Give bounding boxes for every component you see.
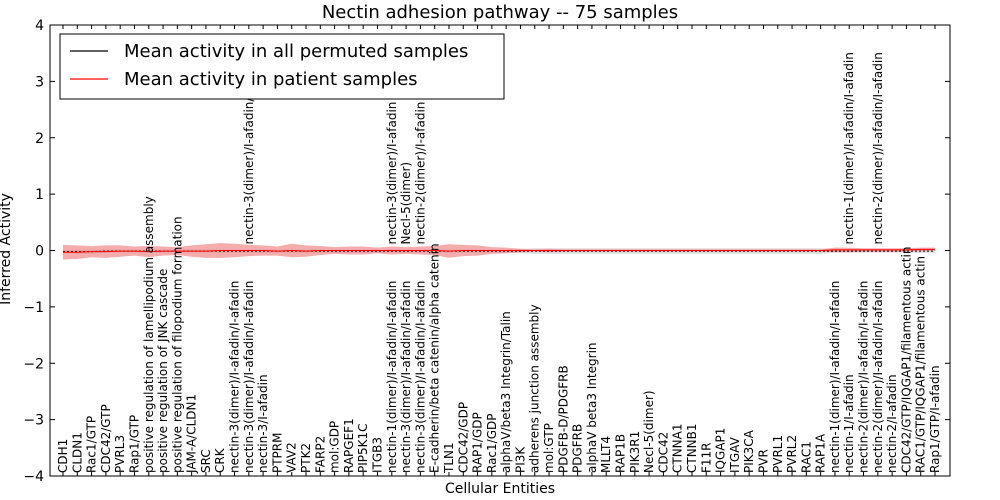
top-label: nectin-2(dimer)/I-afadin [413,102,427,245]
x-tick-label: CDC42/GTP [99,404,113,473]
x-tick-label: RAP1A [814,433,828,473]
x-tick-label: PI3K [513,446,527,473]
x-axis-label: Cellular Entities [445,481,555,497]
x-tick-label: PIK3CA [742,429,756,473]
x-tick-label: CRK [213,447,227,473]
x-tick-label: PVRL3 [113,435,127,473]
x-tick-label: VAV2 [285,442,299,473]
legend-patient-label: Mean activity in patient samples [124,69,418,90]
x-tick-label: PTK2 [299,443,313,473]
x-tick-label: nectin-3(dimer)/I-afadin/I-afadin [413,281,427,473]
x-tick-label: alphaV/beta3 Integrin/Talin [499,311,513,473]
x-tick-label: FARP2 [313,436,327,473]
x-tick-label: CDC42/GDP [456,402,470,473]
x-tick-label: RAPGEF1 [342,418,356,473]
series-lines [63,248,935,253]
x-tick-label: PDGFRB [571,424,585,473]
x-tick-label: Rac1/GDP [485,414,499,473]
y-axis: −4 −3 −2 −1 0 1 2 3 4 [23,18,950,485]
top-label: nectin-1(dimer)/I-afadin/I-afadin [842,52,856,244]
x-tick-label: RAC1 [799,441,813,473]
x-tick-label: F11R [699,442,713,473]
top-label: nectin-2(dimer)/I-afadin/I-afadin [871,52,885,244]
y-tick-label: 2 [35,131,44,147]
y-axis-label: Inferred Activity [0,193,14,305]
x-tick-label: PVRL1 [771,435,785,473]
x-tick-label: positive regulation of JNK cascade [156,269,170,473]
x-tick-label: positive regulation of filopodium format… [170,216,184,473]
x-tick-label: positive regulation of lamellipodium ass… [142,196,156,473]
y-tick-label: −3 [23,413,44,429]
x-tick-label: PVRL2 [785,435,799,473]
x-tick-label: RAP1/GDP [471,412,485,473]
x-tick-label: PVR [756,449,770,473]
x-tick-label: Rap1/GTP [127,415,141,473]
x-tick-label: CLDN1 [70,432,84,473]
x-tick-label: nectin-3(dimer)/I-afadin/I-afadin [242,281,256,473]
y-tick-label: 3 [35,74,44,90]
x-tick-label: PTPRM [270,433,284,474]
x-tick-label: MLLT4 [599,436,613,473]
x-tick-label: mol:GTP [542,423,556,473]
legend: Mean activity in all permuted samples Me… [59,33,505,100]
x-tick-label: IQGAP1 [714,428,728,473]
x-tick-label: Necl-5(dimer) [642,390,656,473]
x-tick-label: E-cadherin/beta catenin/alpha catenin [428,243,442,473]
x-tick-label: ITGAV [728,436,742,473]
y-tick-label: −4 [23,469,44,485]
top-labels: nectin-3(dimer)/I-afadin/I-afadin nectin-… [242,52,885,244]
legend-permuted-label: Mean activity in all permuted samples [124,41,468,62]
y-tick-label: 4 [35,18,44,34]
x-tick-label: JAM-A/CLDN1 [185,394,199,474]
x-tick-label: alphaV beta3 Integrin [585,342,599,473]
x-tick-label: Rap1/GTP/I-afadin [928,365,942,473]
x-tick-label: nectin-1(dimer)/I-afadin/I-afadin [828,281,842,473]
x-ticks [62,25,936,476]
x-tick-label: CTNNA1 [671,423,685,473]
top-label: nectin-3(dimer)/I-afadin/I-afadin [242,52,256,244]
x-tick-label: ITGB3 [370,437,384,473]
x-tick-label: adherens junction assembly [528,304,542,473]
x-tick-label: nectin-3(dimer)/I-afadin/I-afadin [399,281,413,473]
x-tick-label: CDC42 [656,432,670,473]
x-tick-label: nectin-1/I-afadin [842,374,856,473]
x-tick-label: RAP1B [614,434,628,473]
x-tick-label: Rac1/GTP [85,416,99,473]
top-label: Necl-5(dimer) [399,162,413,245]
x-tick-label: nectin-3/I-afadin [256,374,270,473]
x-tick-label: PIK3R1 [628,431,642,473]
x-tick-label: CDH1 [56,439,70,473]
x-tick-label: nectin-2/I-afadin [885,374,899,473]
x-tick-label: RAC1/GTP/IQGAP1/filamentous actin [914,256,928,473]
x-tick-label: nectin-3(dimer)/I-afadin/I-afadin [228,281,242,473]
top-label: nectin-3(dimer)/I-afadin [385,102,399,245]
chart-title: Nectin adhesion pathway -- 75 samples [322,2,678,23]
x-tick-label: nectin-1(dimer)/I-afadin/I-afadin [385,281,399,473]
y-tick-label: 1 [35,187,44,203]
x-tick-label: nectin-2(dimer)/I-afadin/I-afadin [871,281,885,473]
series-line-1 [63,248,935,253]
y-tick-label: −1 [23,300,44,316]
x-tick-label: PIP5K1C [356,423,370,473]
x-tick-label: CTNNB1 [685,423,699,473]
y-tick-label: 0 [35,244,44,260]
legend-box [59,33,505,100]
x-tick-label: mol:GDP [328,421,342,473]
x-tick-label: SRC [199,449,213,473]
x-tick-label: PDGFB-D/PDGFRB [556,365,570,473]
x-tick-label: TLN1 [442,442,456,474]
y-tick-label: −2 [23,356,44,372]
x-tick-label: nectin-2(dimer)/I-afadin/I-afadin [857,281,871,473]
x-tick-label: CDC42/GTP/IQGAP1/filamentous actin [899,247,913,473]
